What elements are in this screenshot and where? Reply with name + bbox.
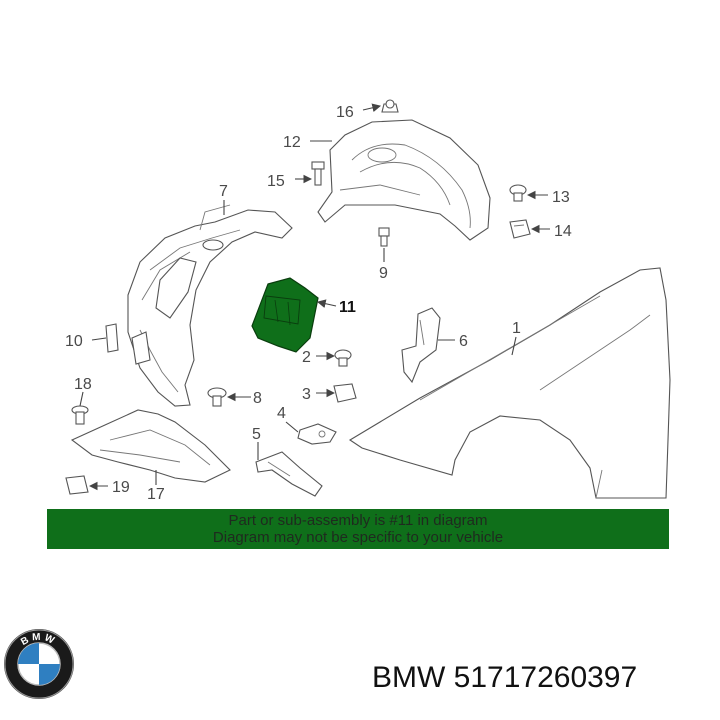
part-7-wheel-arch-liner [127,204,293,407]
callout-15: 15 [267,173,285,190]
part-14-clip-nut [509,219,531,239]
callout-11: 11 [339,299,356,316]
callout-13: 13 [552,189,570,206]
callout-5: 5 [252,426,261,443]
part-4-bracket [297,423,337,445]
callout-14: 14 [554,223,572,240]
part-15-screw [311,161,325,186]
leader-lines [79,103,550,491]
banner-line-1: Part or sub-assembly is #11 in diagram [228,512,488,529]
bmw-logo: BMW [4,629,74,699]
part-19-clip-nut [65,475,89,495]
callout-4: 4 [277,405,286,422]
callout-10: 10 [65,333,83,350]
banner-line-2: Diagram may not be specific to your vehi… [212,529,504,546]
part-2-screw [334,349,352,367]
part-5-bracket [255,451,323,497]
callout-7: 7 [219,183,228,200]
part-10-clip [105,323,119,353]
callout-2: 2 [302,349,311,366]
callout-1: 1 [512,320,521,337]
callout-17: 17 [147,486,165,500]
callout-9: 9 [379,265,388,282]
part-9-plug [378,227,390,247]
part-16-clip [381,99,399,113]
part-1-fender [348,267,671,499]
part-17-lower-liner [70,409,231,483]
callout-8: 8 [253,390,262,407]
callout-16: 16 [336,104,354,121]
part-13-nut [509,184,527,202]
callout-3: 3 [302,386,311,403]
part-3-clip-nut [333,383,357,403]
part-number-caption: BMW 51717260397 [372,661,638,694]
callout-12: 12 [283,134,301,151]
part-6-bracket [401,307,441,384]
part-11-highlighted-bracket [251,277,319,353]
svg-text:BMW: BMW [19,632,58,648]
part-12-upper-liner [317,119,491,241]
part-8-clip [207,387,227,407]
part-18-push-clip [71,405,89,425]
callout-18: 18 [74,376,92,393]
callout-6: 6 [459,333,468,350]
callout-19: 19 [112,479,130,496]
info-banner: Part or sub-assembly is #11 in diagram D… [47,509,669,549]
parts-diagram: 16 12 15 7 13 14 9 11 10 1 6 2 3 18 8 4 … [65,99,671,500]
